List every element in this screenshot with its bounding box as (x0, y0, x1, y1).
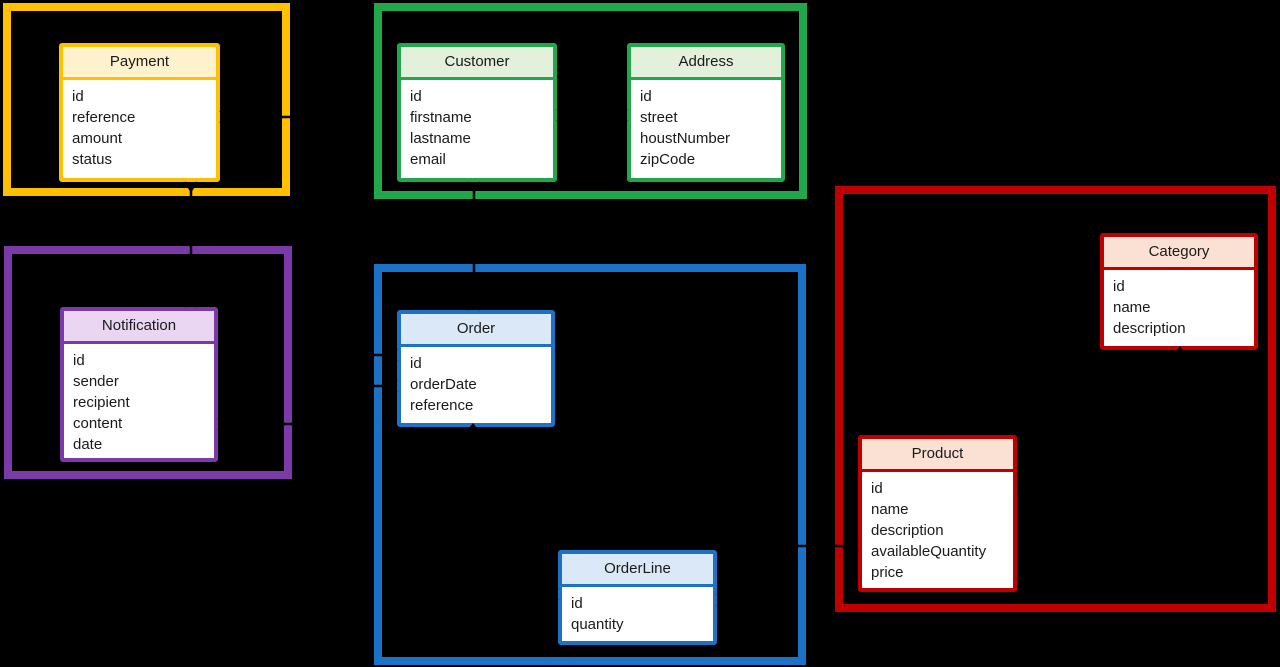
entity-fields: id quantity (562, 587, 713, 635)
entity-fields: id reference amount status (63, 80, 216, 170)
field-row: sender (73, 373, 119, 390)
entity-fields: id orderDate reference (401, 347, 551, 416)
field-row: recipient (73, 394, 130, 411)
entity-fields: id name description availableQuantity price (862, 472, 1013, 583)
field-row: quantity (571, 616, 624, 633)
entity-title: Product (862, 439, 1013, 472)
field-row: description (1113, 320, 1186, 337)
field-row: firstname (410, 109, 472, 126)
entity-order[interactable]: Order id orderDate reference (397, 310, 555, 427)
field-row: availableQuantity (871, 543, 987, 560)
entity-title: Payment (63, 47, 216, 80)
field-row: content (73, 415, 123, 432)
field-row: status (72, 151, 113, 168)
entity-fields: id firstname lastname email (401, 80, 553, 170)
field-row: reference (72, 109, 136, 126)
field-row: houstNumber (640, 130, 731, 147)
boundary-customer-service-boundary[interactable] (374, 3, 807, 199)
field-row: name (871, 501, 909, 518)
entity-product[interactable]: Product id name description availableQuantit… (858, 435, 1017, 592)
entity-fields: id name description (1104, 270, 1254, 339)
boundary-notification-service-boundary[interactable] (4, 246, 292, 479)
field-row: street (640, 109, 678, 126)
field-row: zipCode (640, 151, 696, 168)
entity-fields: id sender recipient content date (64, 344, 214, 455)
entity-title: Notification (64, 311, 214, 344)
field-row: orderDate (410, 376, 477, 393)
field-row: lastname (410, 130, 471, 147)
entity-title: Customer (401, 47, 553, 80)
entity-fields: id street houstNumber zipCode (631, 80, 781, 170)
field-row: id (410, 355, 422, 372)
field-row: id (571, 595, 583, 612)
field-row: name (1113, 299, 1151, 316)
field-row: date (73, 436, 103, 453)
entity-payment[interactable]: Payment id reference amount status (59, 43, 220, 182)
field-row: id (72, 88, 84, 105)
field-row: price (871, 564, 904, 581)
entity-title: OrderLine (562, 554, 713, 587)
field-row: id (73, 352, 85, 369)
entity-title: Order (401, 314, 551, 347)
entity-customer[interactable]: Customer id firstname lastname email (397, 43, 557, 182)
field-row: email (410, 151, 446, 168)
field-row: amount (72, 130, 123, 147)
entity-title: Category (1104, 237, 1254, 270)
field-row: id (1113, 278, 1125, 295)
entity-category[interactable]: Category id name description (1100, 233, 1258, 350)
boundary-product-service-boundary[interactable] (835, 186, 1276, 612)
field-row: id (871, 480, 883, 497)
field-row: id (410, 88, 422, 105)
entity-title: Address (631, 47, 781, 80)
entity-address[interactable]: Address id street houstNumber zipCode (627, 43, 785, 182)
field-row: id (640, 88, 652, 105)
field-row: description (871, 522, 944, 539)
boundary-order-service-boundary[interactable] (374, 264, 806, 665)
entity-orderline[interactable]: OrderLine id quantity (558, 550, 717, 645)
boundary-payment-service-boundary[interactable] (3, 3, 290, 196)
field-row: reference (410, 397, 474, 414)
entity-notification[interactable]: Notification id sender recipient content date (60, 307, 218, 462)
